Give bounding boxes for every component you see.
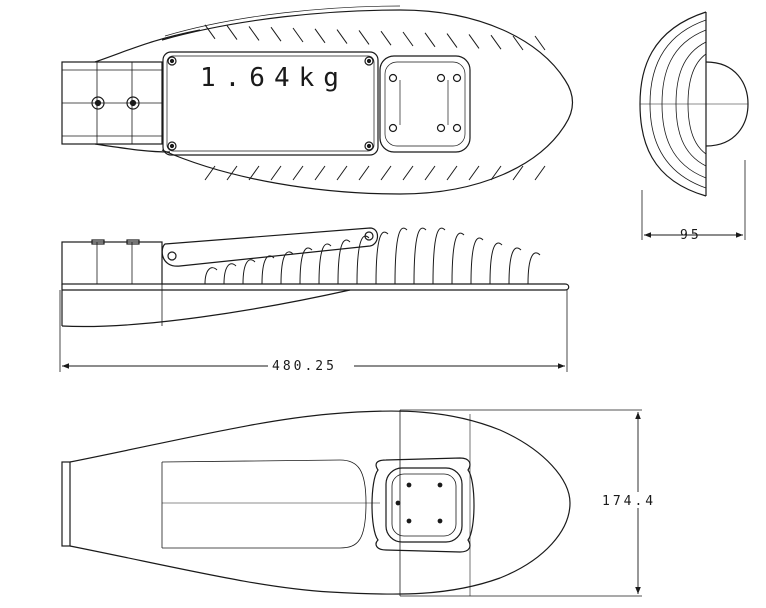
bottom-housing-outline bbox=[69, 410, 571, 595]
fin-top bbox=[226, 25, 238, 40]
side-underside bbox=[61, 289, 351, 328]
top-housing-outline bbox=[161, 9, 574, 195]
fin-top bbox=[314, 28, 326, 44]
fin-bottom bbox=[358, 165, 370, 181]
fin-side bbox=[489, 242, 503, 285]
fin-bottom bbox=[270, 165, 282, 181]
fin-side bbox=[451, 232, 465, 285]
fin-top bbox=[248, 26, 260, 41]
fin-side bbox=[508, 247, 522, 285]
fin-bottom bbox=[314, 165, 326, 181]
fin-top bbox=[380, 30, 392, 46]
weight-label: 1.64kg bbox=[200, 63, 348, 93]
fin-bottom bbox=[226, 165, 238, 181]
fin-side bbox=[432, 227, 446, 285]
bolt-circle bbox=[126, 96, 140, 110]
fin-bottom bbox=[292, 165, 304, 181]
fin-side bbox=[299, 247, 313, 285]
fin-side bbox=[204, 267, 218, 285]
fin-top bbox=[512, 35, 524, 51]
side-view bbox=[59, 227, 570, 372]
side-mount-bracket bbox=[61, 241, 163, 285]
fin-bottom bbox=[490, 165, 502, 181]
fin-bottom bbox=[424, 165, 436, 181]
fin-bottom bbox=[402, 165, 414, 181]
end-view bbox=[639, 11, 749, 240]
fin-side bbox=[318, 243, 332, 285]
fin-side bbox=[337, 239, 351, 285]
bottom-mount-end bbox=[61, 461, 71, 547]
side-cover-lid bbox=[161, 227, 379, 267]
lens-window bbox=[371, 457, 475, 553]
fin-bottom bbox=[468, 165, 480, 181]
fin-top bbox=[358, 30, 370, 45]
bottom-view bbox=[61, 409, 642, 597]
dim-depth-label: 95 bbox=[680, 228, 702, 243]
fin-top bbox=[446, 33, 458, 48]
fin-bottom bbox=[380, 165, 392, 181]
fin-side bbox=[394, 227, 408, 285]
fin-side bbox=[527, 252, 541, 285]
fin-bottom bbox=[248, 165, 260, 181]
fin-side bbox=[261, 255, 275, 285]
fin-side bbox=[413, 227, 427, 285]
fin-side bbox=[356, 235, 370, 285]
fin-top bbox=[270, 26, 282, 42]
fin-bottom bbox=[204, 165, 216, 181]
fin-side bbox=[223, 263, 237, 285]
fin-top bbox=[468, 34, 480, 49]
dim-width-label: 174.4 bbox=[602, 494, 656, 509]
top-view: 1.64kg bbox=[61, 5, 574, 195]
cooling-fins-top bbox=[204, 24, 546, 181]
fin-bottom bbox=[446, 165, 458, 181]
fin-side bbox=[280, 251, 294, 285]
fin-bottom bbox=[512, 165, 524, 181]
fin-side bbox=[375, 231, 389, 285]
dim-length-label: 480.25 bbox=[272, 359, 337, 374]
driver-cover bbox=[162, 51, 379, 156]
fin-top bbox=[292, 27, 304, 43]
fin-top bbox=[336, 29, 348, 44]
led-module bbox=[379, 55, 471, 153]
fin-bottom bbox=[336, 165, 348, 181]
cooling-fins-side bbox=[204, 227, 541, 285]
fin-top bbox=[424, 32, 436, 48]
fin-top bbox=[204, 24, 216, 40]
fin-side bbox=[470, 237, 484, 285]
fin-top bbox=[490, 34, 502, 50]
fin-top bbox=[402, 31, 414, 47]
fin-bottom bbox=[534, 165, 546, 181]
fin-side bbox=[242, 259, 256, 285]
fin-top bbox=[534, 35, 546, 51]
bolt-circle bbox=[91, 96, 105, 110]
